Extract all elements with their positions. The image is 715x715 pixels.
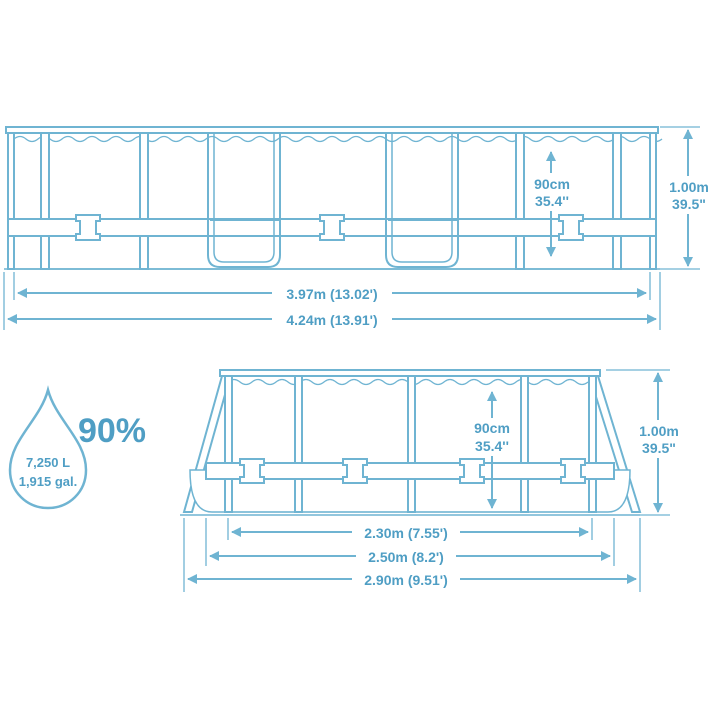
long-wall-height-in: 39.5": [672, 196, 706, 212]
connector: [558, 214, 584, 241]
leg: [649, 132, 657, 270]
leg: [612, 132, 622, 270]
inner-length-label: 3.97m (13.02'): [286, 286, 377, 302]
connector: [319, 214, 345, 241]
water-drop-icon: [8, 385, 88, 510]
long-side-view: [3, 126, 700, 330]
short-wall-height-m: 1.00m: [639, 423, 679, 439]
liner-top-edge: [13, 135, 663, 143]
long-water-depth-in: 35.4'': [535, 193, 569, 209]
short-side-view: [180, 369, 670, 592]
leg: [139, 132, 149, 270]
post: [224, 375, 233, 513]
top-rail: [5, 126, 659, 134]
short-water-depth-in: 35.4'': [475, 438, 509, 454]
leg: [515, 132, 525, 270]
beam-connectors: [239, 458, 586, 484]
inner-width-label: 2.30m (7.55'): [364, 525, 448, 541]
fill-percent: 90%: [78, 412, 146, 450]
leg: [7, 132, 15, 270]
short-water-depth-cm: 90cm: [474, 420, 510, 436]
post: [294, 375, 303, 513]
frame-width-label: 2.50m (8.2'): [368, 549, 444, 565]
post: [588, 375, 597, 513]
ladder-left: [207, 133, 281, 268]
capacity-gallons: 1,915 gal.: [19, 474, 78, 489]
legs: [7, 132, 657, 270]
long-wall-height-m: 1.00m: [669, 179, 709, 195]
capacity-liters: 7,250 L: [26, 455, 70, 470]
post: [407, 375, 416, 513]
connector: [75, 214, 101, 241]
short-wall-height-in: 39.5": [642, 440, 676, 456]
side-beam: [205, 462, 615, 480]
outer-width-label: 2.90m (9.51'): [364, 572, 448, 588]
beam-connectors: [75, 214, 584, 241]
post: [520, 375, 529, 513]
outer-length-label: 4.24m (13.91'): [286, 312, 377, 328]
ladder-right: [385, 133, 459, 268]
leg: [40, 132, 50, 270]
long-water-depth-cm: 90cm: [534, 176, 570, 192]
